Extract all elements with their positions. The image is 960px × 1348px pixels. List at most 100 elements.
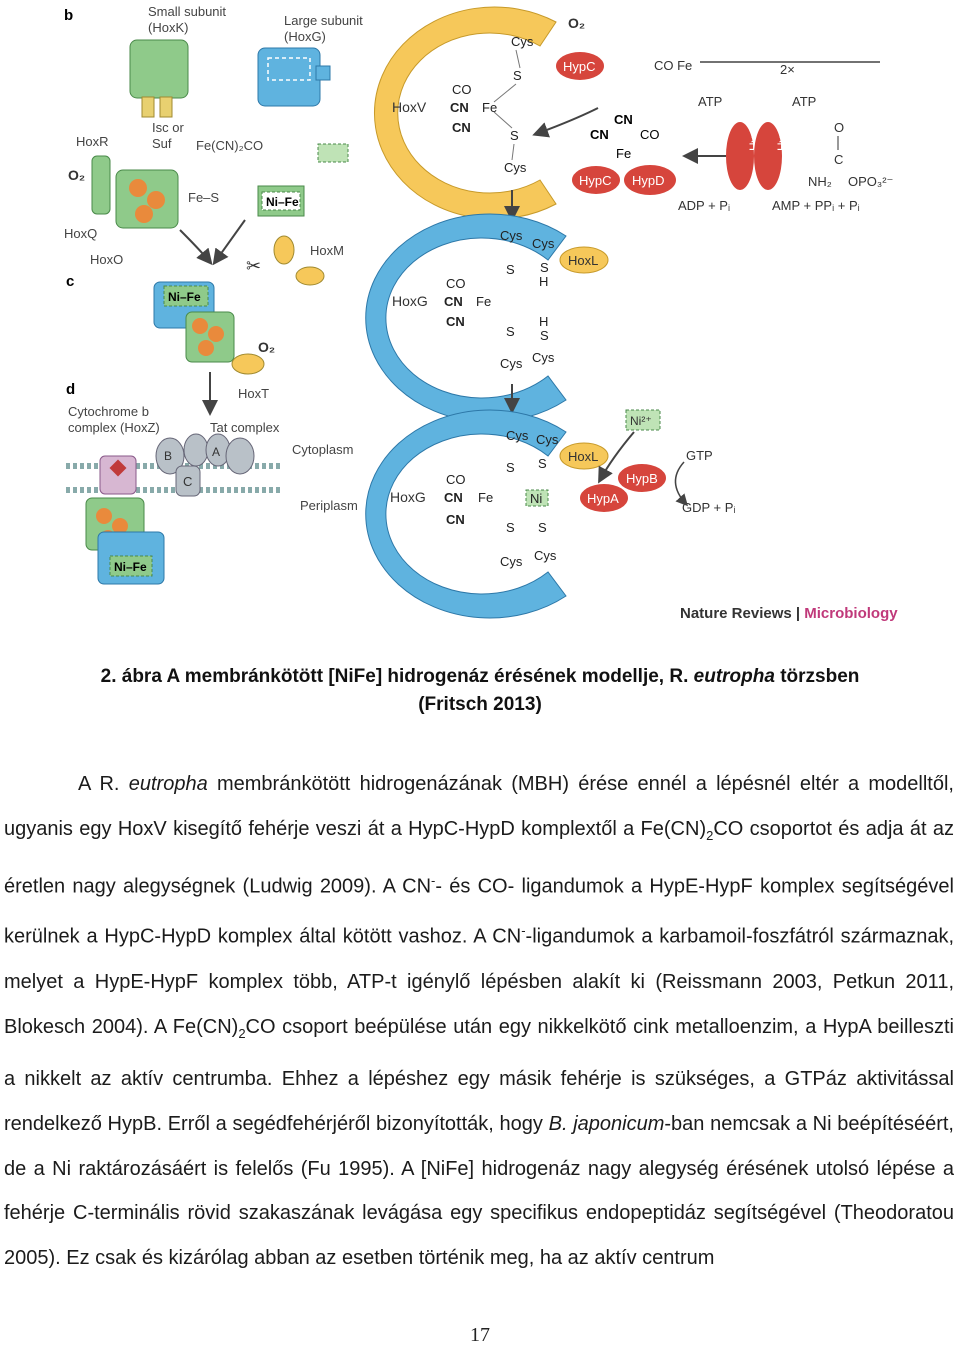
page-number: 17 [470,1324,490,1346]
svg-text:S: S [538,456,547,471]
cytochrome-b-label: Cytochrome b complex (HoxZ) [68,404,160,435]
large-subunit-label: Large subunit (HoxG) [284,13,366,44]
svg-text:CN: CN [444,294,463,309]
svg-text:S: S [506,460,515,475]
gdp-pi-label: GDP + Pᵢ [682,500,735,515]
svg-text:Cys: Cys [511,34,534,49]
svg-text:CN: CN [450,100,469,115]
hoxq-label: HoxQ [64,226,97,241]
paragraph-run: membránkötött hidrogenázának (MBH) érése… [4,773,954,840]
hypf-protein: HypF [754,122,789,190]
hypc-hypd-complex: HypC HypD CN CN CO Fe [572,112,676,195]
svg-text:Fe: Fe [478,490,493,505]
svg-text:CN: CN [444,490,463,505]
svg-text:Ni–Fe: Ni–Fe [266,195,299,209]
hoxg-middle-cluster: Cys Cys S S H CO CN Fe CN S H S Cys Cys [444,228,555,371]
svg-text:Ni–Fe: Ni–Fe [114,560,147,574]
green-subunit-cluster [115,169,179,229]
hoxr-label: HoxR [76,134,109,149]
paragraph-run: CO csoportot és adja át az éretlen nagy … [4,817,954,898]
paragraph-run: eutropha [128,773,208,795]
two-x-label: 2× [780,62,795,77]
svg-text:S: S [506,262,515,277]
paragraph-run: japonicum [573,1112,665,1135]
svg-text:Fe: Fe [616,146,631,161]
paragraph-run: - és CO- ligandumok a HypE-HypF komplex … [4,875,954,949]
svg-text:HypD: HypD [632,173,665,188]
hoxg-middle: HoxG HoxL [365,213,609,423]
svg-text:H: H [539,314,548,329]
svg-text:NH₂: NH₂ [808,174,832,189]
svg-text:A: A [212,445,220,459]
svg-text:H: H [539,274,548,289]
maturation-model-figure: b c d Small subunit (HoxK) Large subunit… [64,4,893,619]
svg-text:OPO₃²⁻: OPO₃²⁻ [848,174,893,189]
paragraph-run: - [431,872,436,888]
svg-text:S: S [506,520,515,535]
periplasm-label: Periplasm [300,498,358,513]
svg-text:CN: CN [590,127,609,142]
svg-text:HypC: HypC [579,173,612,188]
svg-text:CN: CN [614,112,633,127]
svg-text:HoxL: HoxL [568,253,598,268]
svg-text:Cys: Cys [532,236,555,251]
svg-text:HoxG: HoxG [392,293,428,309]
paragraph-run: - [521,923,526,939]
paragraph-run: A R. [78,773,129,795]
o2-mid-label: O₂ [258,339,275,355]
ni-fe-box-top: Ni–Fe [257,185,305,217]
svg-text:Cys: Cys [500,554,523,569]
tat-complex-shape: B A C [155,433,255,497]
hypc-top: HypC [556,52,604,80]
o2-top-right: O₂ [568,15,585,31]
svg-text:B: B [164,449,172,463]
ni2-right: Ni²⁺ [625,409,661,431]
small-subunit-label: Small subunit (HoxK) [148,4,230,35]
svg-text:HypB: HypB [626,471,658,486]
scissors-icon: ✂ [246,256,261,276]
svg-text:CO: CO [446,472,466,487]
body-paragraph: A R. eutropha membránkötött hidrogenázán… [4,762,954,1281]
svg-text:CO: CO [452,82,472,97]
carbamoyl-phosphate: O C NH₂ OPO₃²⁻ [808,120,893,189]
cytochrome-b-shape [99,455,137,495]
fecn2co-label: Fe(CN)₂CO [196,138,263,153]
svg-text:Cys: Cys [506,428,529,443]
small-subunit-shape [129,39,189,118]
svg-text:Fe: Fe [476,294,491,309]
svg-text:CN: CN [452,120,471,135]
svg-text:O: O [834,120,844,135]
svg-text:Cys: Cys [504,160,527,175]
svg-text:Cys: Cys [534,548,557,563]
figure-credit: Nature Reviews | Microbiology [680,605,898,622]
svg-text:C: C [834,152,843,167]
hoxv-protein: HoxV [373,6,557,220]
svg-text:S: S [510,128,519,143]
panel-label-c: c [66,273,74,290]
amp-ppi-label: AMP + PPᵢ + Pᵢ [772,198,860,213]
panel-label-d: d [66,381,75,398]
ni-fe-box-mid: Ni–Fe [153,281,215,329]
figure-caption-line-2: (Fritsch 2013) [418,694,542,715]
tat-complex-label: Tat complex [210,420,280,435]
paragraph-run: -ligandumok a karbamoil-foszfátról szárm… [4,926,955,1038]
svg-text:S: S [506,324,515,339]
svg-text:CN: CN [446,314,465,329]
paragraph-run: 2 [706,827,714,843]
svg-text:S: S [540,260,549,275]
svg-text:Ni²⁺: Ni²⁺ [630,414,652,428]
atp-1: ATP [698,94,722,109]
hoxg-bottom: HoxG HoxL [365,409,609,619]
svg-text:HypA: HypA [587,491,619,506]
svg-text:CO: CO [640,127,660,142]
fe-s-label: Fe–S [188,190,219,205]
svg-text:HoxL: HoxL [568,449,598,464]
panel-label-b: b [64,7,73,24]
hypa-protein: HypA [580,484,628,512]
cytoplasm-label: Cytoplasm [292,442,353,457]
svg-text:Ni–Fe: Ni–Fe [168,290,201,304]
svg-text:Ni: Ni [530,491,542,506]
atp-2: ATP [792,94,816,109]
hoxm-label: HoxM [310,243,344,258]
svg-text:HypF: HypF [775,122,789,151]
